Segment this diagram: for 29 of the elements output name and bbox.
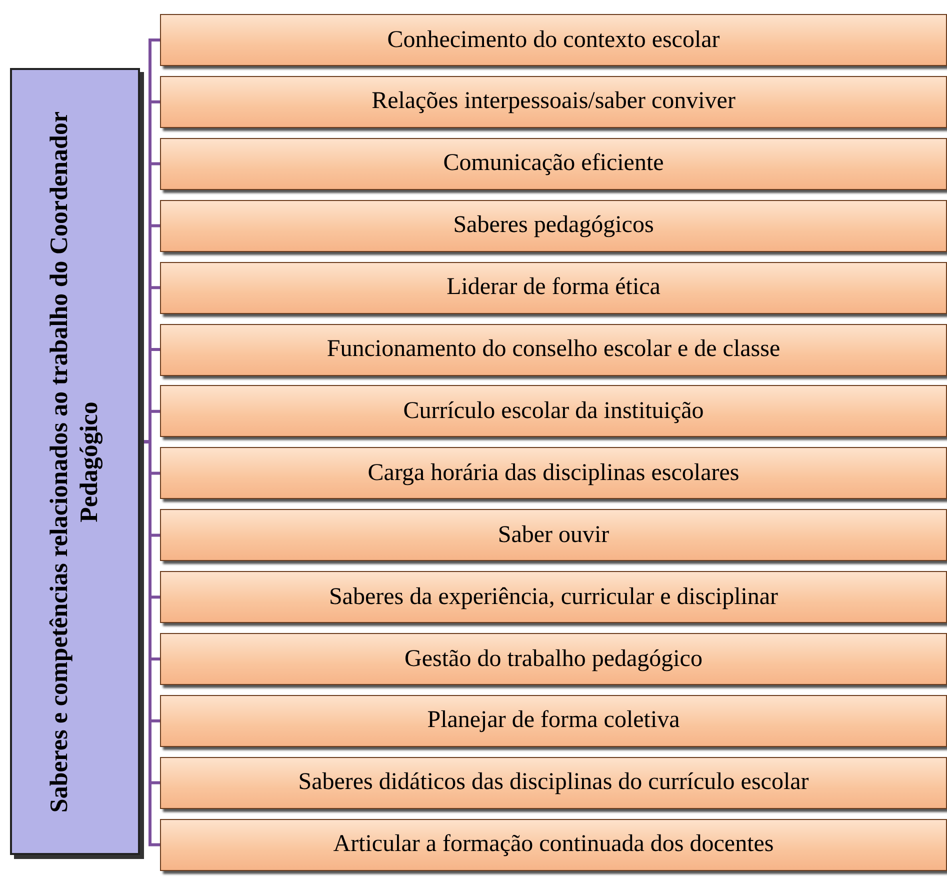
topic-box bbox=[160, 447, 947, 500]
topic-box bbox=[160, 694, 947, 747]
topic-label: Planejar de forma coletiva bbox=[427, 707, 680, 734]
topic-label: Comunicação eficiente bbox=[443, 150, 664, 178]
topic-box bbox=[160, 756, 947, 809]
topic-box bbox=[160, 324, 947, 376]
topic-label: Relações interpessoais/saber conviver bbox=[372, 88, 736, 116]
category-title: Saberes e competências relacionados ao trabalho do Coordenador Pedagógico bbox=[45, 110, 104, 814]
topic-box bbox=[160, 138, 947, 190]
topic-label: Funcionamento do conselho escolar e de classe bbox=[326, 336, 780, 363]
topic-box bbox=[160, 200, 947, 252]
topic-box bbox=[160, 571, 947, 624]
topic-label: Carga horária das disciplinas escolares bbox=[368, 460, 740, 487]
topic-box bbox=[160, 14, 947, 66]
topic-label: Articular a formação continuada dos docentes bbox=[333, 831, 774, 858]
topic-label: Liderar de forma ética bbox=[446, 274, 660, 302]
topic-label: Gestão do trabalho pedagógico bbox=[404, 646, 702, 672]
topic-box bbox=[160, 633, 947, 685]
topic-box bbox=[160, 509, 947, 562]
topic-label: Saberes da experiência, curricular e disciplinar bbox=[328, 584, 778, 611]
topic-box bbox=[160, 76, 947, 128]
topic-label: Saberes didáticos das disciplinas do currículo escolar bbox=[298, 769, 809, 796]
topic-label: Conhecimento do contexto escolar bbox=[387, 26, 720, 54]
topic-label: Saberes pedagógicos bbox=[453, 212, 654, 240]
topic-box bbox=[160, 818, 947, 871]
topic-label: Saber ouvir bbox=[498, 522, 610, 549]
topic-box bbox=[160, 385, 947, 438]
topic-box bbox=[160, 262, 947, 314]
topic-label: Currículo escolar da instituição bbox=[403, 398, 704, 425]
